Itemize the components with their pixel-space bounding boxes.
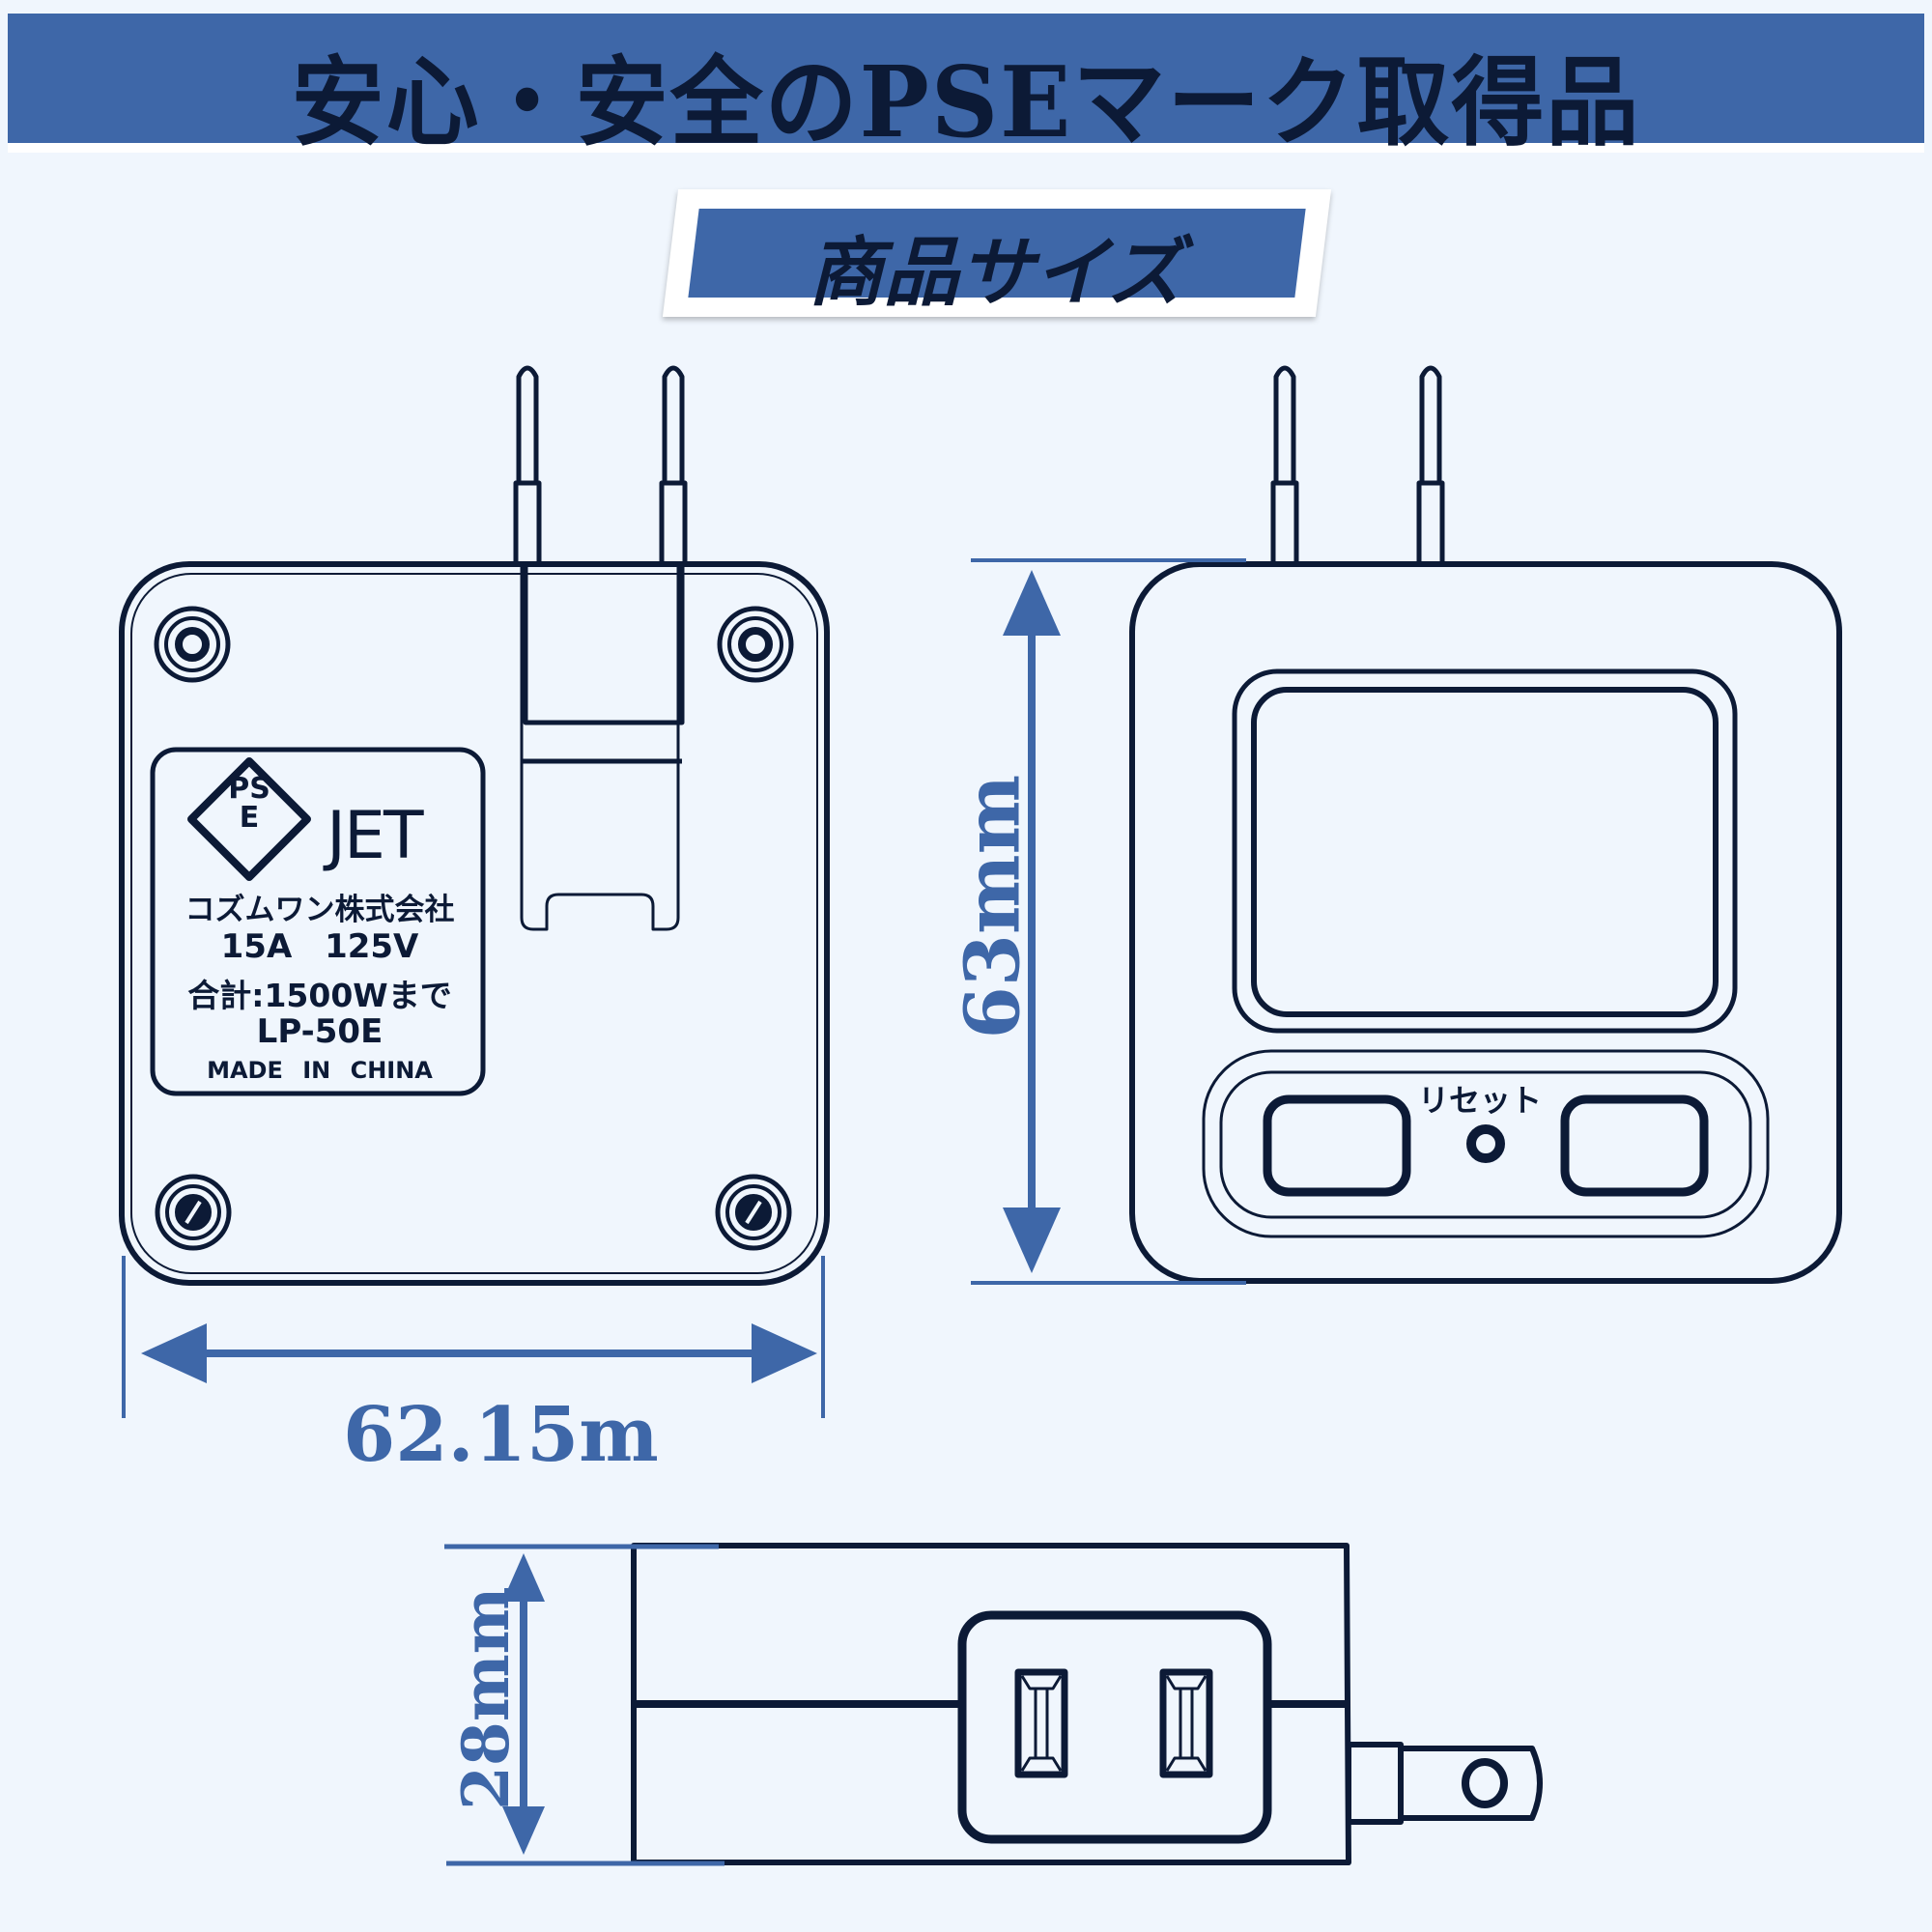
prong-slot [520, 564, 680, 931]
page-title: 安心・安全のPSEマーク取得品 [291, 44, 1641, 160]
screw-icon [717, 606, 794, 683]
back-view [119, 365, 830, 1286]
reset-button-icon[interactable] [1466, 1124, 1505, 1163]
height-dimension-label: 63mm [949, 774, 1037, 1039]
plug-prong-icon [659, 365, 688, 567]
side-housing [631, 1543, 1351, 1865]
screw-icon [154, 606, 231, 683]
pse-mark-icon [187, 757, 311, 881]
plug-prong-icon [1346, 1742, 1543, 1825]
model-label: LP-50E [256, 1012, 384, 1051]
reset-label: リセット [1418, 1082, 1543, 1119]
arrow-left-icon [141, 1323, 207, 1383]
outlet-button-icon[interactable] [1560, 1094, 1709, 1197]
screw-icon [715, 1174, 792, 1251]
screw-icon [155, 1174, 232, 1251]
plug-prong-icon [1270, 365, 1299, 567]
width-dimension [122, 1256, 825, 1418]
prong-slot-upper [523, 561, 685, 725]
arrow-up-icon [502, 1553, 545, 1602]
plug-prong-icon [1416, 365, 1445, 567]
label-plate [150, 747, 486, 1096]
rating-label: 15A 125V [220, 927, 419, 966]
arrow-right-icon [752, 1323, 817, 1383]
depth-dimension-label: 28mm [448, 1586, 524, 1810]
side-view [631, 1543, 1543, 1865]
dimension-lines [122, 558, 1246, 1866]
outlet-slot [1014, 1668, 1068, 1778]
outlet-socket-icon [957, 1610, 1272, 1844]
manufacturer-label: コズムワン株式会社 [185, 893, 455, 927]
display-window-outer [1232, 668, 1738, 1034]
arrow-up-icon [1003, 570, 1061, 636]
arrow-down-icon [1003, 1208, 1061, 1273]
pse-mark-letters: PS E [220, 775, 278, 833]
depth-dimension [444, 1544, 724, 1866]
width-dimension-label: 62.15m [343, 1391, 659, 1479]
certifier-label: JET [327, 798, 424, 874]
front-view [1129, 365, 1842, 1284]
arrow-down-icon [502, 1806, 545, 1855]
button-panel-outer [1202, 1049, 1770, 1238]
plug-prong-icon [513, 365, 542, 567]
back-housing-inner [130, 573, 818, 1274]
outlet-slot [1159, 1668, 1213, 1778]
pse-letters-bottom: E [239, 801, 260, 835]
display-window-icon [1251, 687, 1719, 1017]
height-dimension [971, 558, 1246, 1285]
origin-label: MADE IN CHINA [207, 1057, 433, 1084]
header-banner: 安心・安全のPSEマーク取得品 [8, 14, 1924, 159]
button-panel-inner [1219, 1070, 1752, 1219]
pse-letters-top: PS [228, 772, 270, 806]
outlet-button-icon[interactable] [1263, 1094, 1411, 1197]
front-housing [1129, 561, 1842, 1284]
back-housing [119, 561, 830, 1286]
total-power-label: 合計:1500Wまで [187, 977, 452, 1014]
